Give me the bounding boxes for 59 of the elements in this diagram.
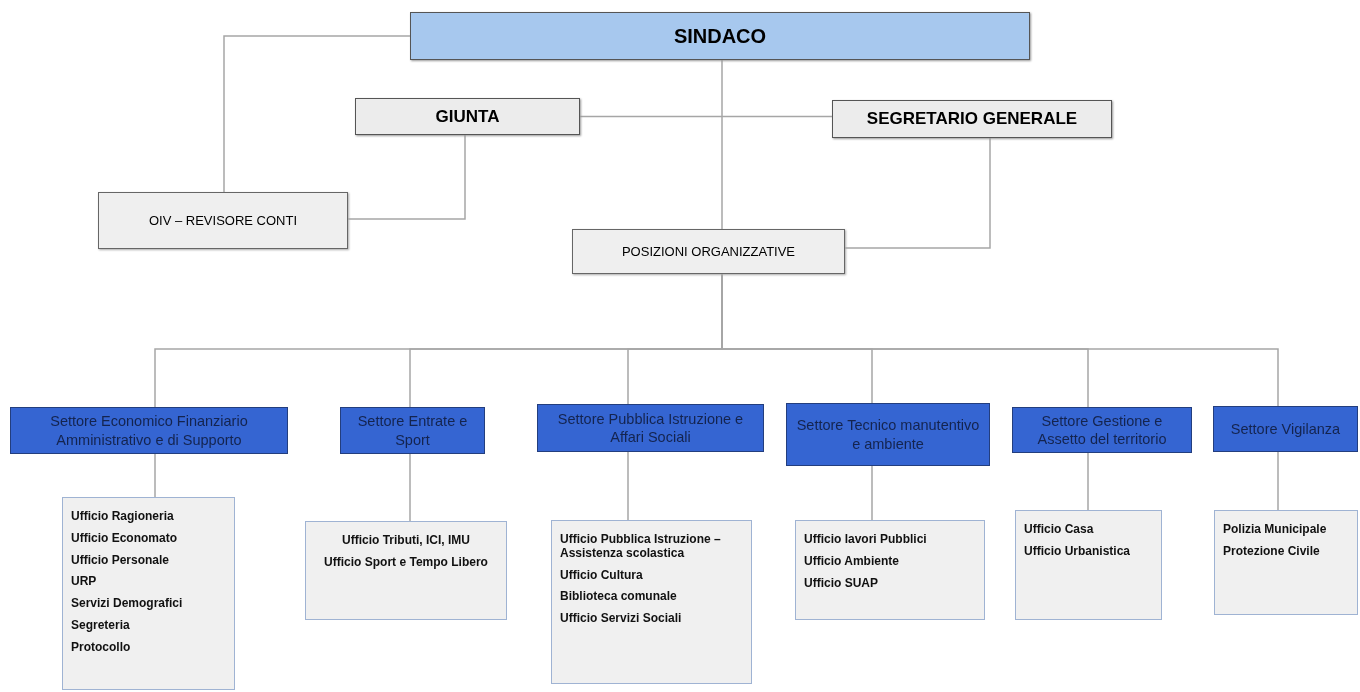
list-item: Polizia Municipale — [1223, 523, 1327, 537]
list-item: Ufficio Tributi, ICI, IMU — [342, 534, 470, 548]
office-list-box — [1015, 510, 1162, 620]
list-item: Ufficio lavori Pubblici — [804, 533, 927, 547]
list-item: Ufficio Sport e Tempo Libero — [324, 555, 488, 570]
list-item: Ufficio Economato — [71, 531, 177, 546]
title-box — [410, 12, 1030, 60]
list-item: URP — [71, 575, 97, 590]
sector-box — [10, 407, 288, 454]
list-item: Ufficio Servizi Sociali — [560, 612, 682, 626]
connector-line — [223, 35, 411, 193]
office-list-box — [62, 497, 235, 690]
box-label: Settore Economico Finanziario Amministrativo e di Supporto — [49, 412, 249, 449]
office-list-box — [305, 521, 507, 620]
list-item: Ufficio Casa — [1024, 523, 1094, 537]
sector-box — [340, 407, 485, 454]
box-label: SINDACO — [673, 24, 767, 48]
list-item: Ufficio Ragioneria — [71, 510, 174, 524]
connector-line — [844, 137, 991, 249]
connector-line — [154, 453, 156, 498]
sector-box — [1213, 406, 1358, 452]
box-label: Settore Tecnico manutentivo e ambiente — [795, 416, 981, 453]
connector-line — [347, 134, 466, 220]
box-label: Settore Gestione e Assetto del territorio — [1036, 411, 1168, 449]
sector-box — [786, 403, 990, 466]
connector-line — [1087, 452, 1089, 511]
list-item: Segreteria — [71, 619, 130, 633]
connector-line — [579, 115, 833, 118]
list-item: Protocollo — [71, 640, 131, 655]
box-label: SEGRETARIO GENERALE — [866, 109, 1078, 129]
list-item: Ufficio Ambiente — [804, 554, 899, 569]
org-box — [572, 229, 845, 274]
list-item: Ufficio SUAP — [804, 576, 878, 591]
org-box — [98, 192, 348, 249]
box-label: Settore Pubblica Istruzione e Affari Sociali — [556, 409, 745, 447]
list-item: Protezione Civile — [1223, 544, 1320, 559]
connector-line — [409, 453, 411, 522]
office-list-box — [551, 520, 752, 684]
list-item: Servizi Demografici — [71, 597, 183, 611]
list-item: Biblioteca comunale — [560, 590, 677, 605]
sector-box — [537, 404, 764, 452]
box-label: OIV – REVISORE CONTI — [148, 213, 298, 228]
office-list-box — [795, 520, 985, 620]
box-label: Settore Entrate e Sport — [356, 412, 469, 449]
list-item: Ufficio Cultura — [560, 568, 643, 583]
list-item: Ufficio Pubblica Istruzione – Assistenza scolastica — [560, 533, 722, 561]
box-label: Settore Vigilanza — [1230, 419, 1341, 439]
list-item: Ufficio Urbanistica — [1024, 544, 1131, 559]
box-label: POSIZIONI ORGANIZZATIVE — [621, 244, 796, 259]
box-label: GIUNTA — [435, 106, 500, 127]
office-list-box — [1214, 510, 1358, 615]
sector-box — [1012, 407, 1192, 453]
org-box — [832, 100, 1112, 138]
connector-line — [627, 451, 629, 521]
org-box — [355, 98, 580, 135]
connector-line — [871, 465, 873, 521]
connector-line — [721, 59, 723, 230]
connector-line — [1277, 451, 1279, 511]
list-item: Ufficio Personale — [71, 553, 170, 568]
